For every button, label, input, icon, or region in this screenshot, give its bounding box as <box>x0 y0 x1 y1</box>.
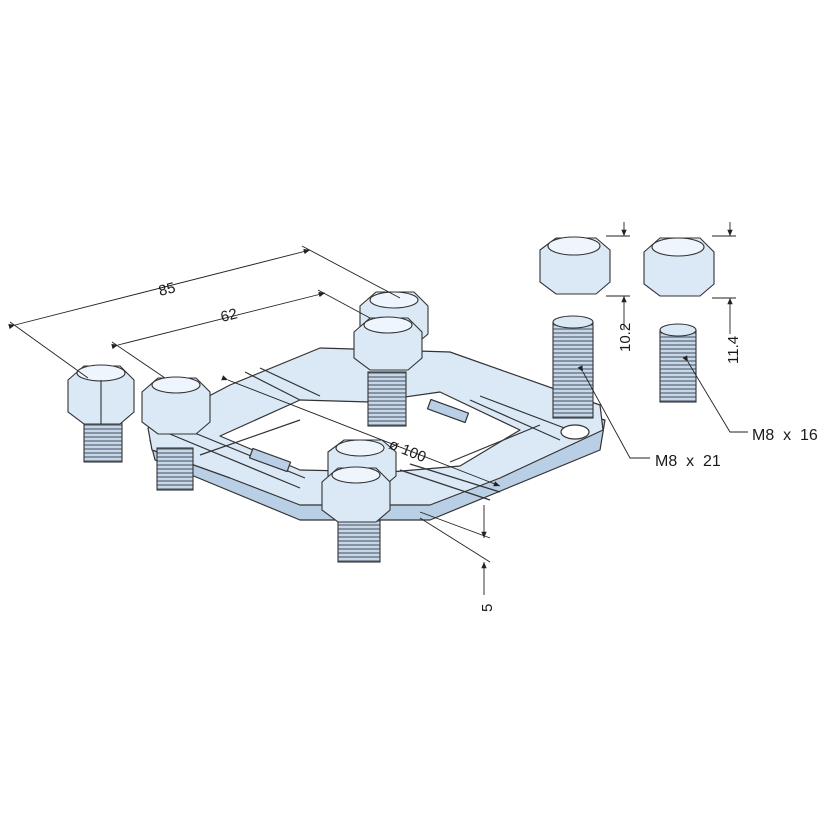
stud-front-left <box>67 364 135 463</box>
stud-front <box>321 439 397 563</box>
dim-nut-height-a: 10.2 <box>617 323 634 352</box>
nut-loose-b <box>643 237 715 297</box>
dim-overall-span: 85 <box>157 279 177 300</box>
bolt-m8x16 <box>659 323 697 403</box>
dim-nut-height-b: 11.4 <box>725 336 742 364</box>
dim-bolt-spacing: 62 <box>219 305 239 326</box>
nut-loose-a <box>539 236 611 295</box>
callout-short-bolt: M8 x 16 <box>752 427 818 444</box>
callout-long-bolt: M8 x 21 <box>655 453 721 470</box>
dim-plate-thickness: 5 <box>479 604 496 612</box>
bolt-m8x21 <box>552 315 594 419</box>
dimension-lines <box>8 222 748 595</box>
stud-left <box>141 376 211 491</box>
